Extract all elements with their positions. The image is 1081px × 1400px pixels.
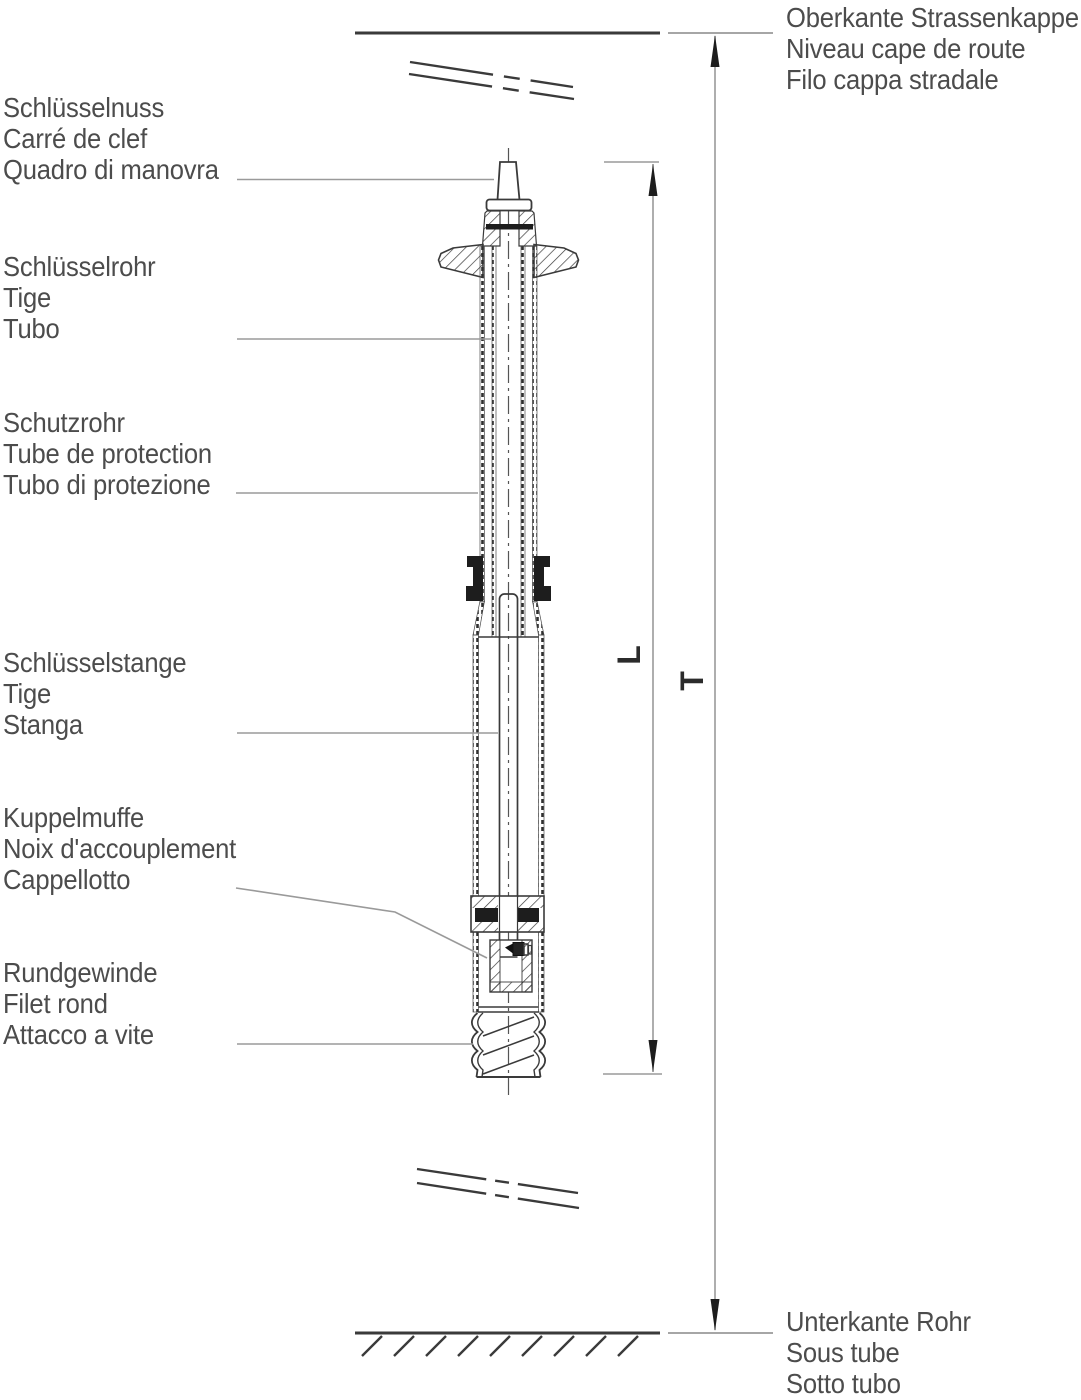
tube-clamps xyxy=(466,556,551,601)
reference-bottom-de: Unterkante Rohr xyxy=(786,1306,971,1337)
coupling-socket xyxy=(478,939,539,1008)
leader-coupling-sleeve xyxy=(235,887,488,959)
part-label-protection-tube: Schutzrohr Tube de protection Tubo di pr… xyxy=(3,407,212,500)
set-screw xyxy=(505,942,533,956)
key-square-shape xyxy=(485,161,533,212)
part-label-key-tube: Schlüsselrohr Tige Tubo xyxy=(3,251,156,344)
round-thread-shape xyxy=(470,1011,547,1078)
part-label-round-thread: Rundgewinde Filet rond Attacco a vite xyxy=(3,957,158,1050)
lower-tube-walls xyxy=(472,634,545,1013)
dimension-label-T: T xyxy=(674,671,710,691)
coupling-collar xyxy=(470,895,545,933)
reference-bottom: Unterkante Rohr Sous tube Sotto tubo xyxy=(786,1306,971,1399)
part-label-key-rod: Schlüsselstange Tige Stanga xyxy=(3,647,187,740)
part-label-coupling-sleeve: Kuppelmuffe Noix d'accouplement Cappello… xyxy=(3,802,237,895)
reference-bottom-fr: Sous tube xyxy=(786,1337,900,1368)
road-cap-wings xyxy=(437,243,580,279)
bottom-break-lines xyxy=(416,1167,580,1210)
protection-tube-walls xyxy=(472,245,545,636)
dimension-T xyxy=(710,35,720,1331)
reference-top-de: Oberkante Strassenkappe xyxy=(786,2,1079,33)
reference-bottom-it: Sotto tubo xyxy=(786,1368,901,1399)
dimension-label-L: L xyxy=(611,645,647,665)
leader-lines xyxy=(235,178,498,1045)
cap-collar xyxy=(485,198,533,212)
reference-top-it: Filo cappa stradale xyxy=(786,64,999,95)
reference-top: Oberkante Strassenkappe Niveau cape de r… xyxy=(786,2,1079,95)
cap-body xyxy=(481,210,538,247)
top-break-lines xyxy=(408,60,575,101)
reference-top-fr: Niveau cape de route xyxy=(786,33,1026,64)
seal-band xyxy=(486,224,533,230)
bottom-ground-line xyxy=(355,1331,773,1357)
part-label-key-square: Schlüsselnuss Carré de clef Quadro di ma… xyxy=(3,92,219,185)
dimension-L xyxy=(603,161,662,1075)
